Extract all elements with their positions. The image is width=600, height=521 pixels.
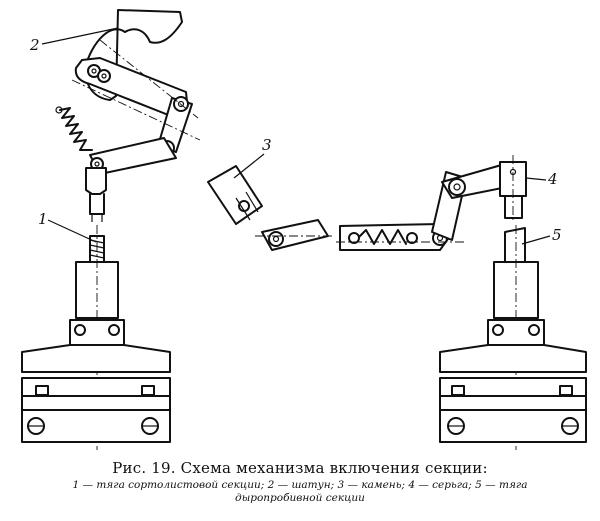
caption-legend: 1 — тяга сортолистовой секции; 2 — шатун…: [72, 479, 528, 504]
rod-5-stub: [504, 227, 526, 263]
mechanism-diagram: 2 1 3 4 5: [21, 9, 587, 450]
figure-caption: Рис. 19. Схема механизма включения секци…: [0, 458, 600, 505]
caption-title: Рис. 19. Схема механизма включения секци…: [112, 459, 488, 477]
callouts: 2 1 3 4 5: [29, 27, 562, 245]
rod-end: [85, 167, 107, 195]
label-3: 3: [262, 136, 272, 154]
spring: [59, 107, 93, 151]
bar-spring: [357, 229, 407, 245]
label-2: 2: [29, 36, 40, 54]
left-base-plate: [21, 344, 171, 373]
stone-block: [207, 165, 263, 225]
label-5: 5: [552, 226, 562, 244]
right-base-plate: [439, 344, 587, 373]
label-1: 1: [38, 210, 48, 228]
left-assembly: [21, 9, 201, 450]
label-4: 4: [547, 170, 558, 188]
right-assembly: [207, 155, 587, 450]
